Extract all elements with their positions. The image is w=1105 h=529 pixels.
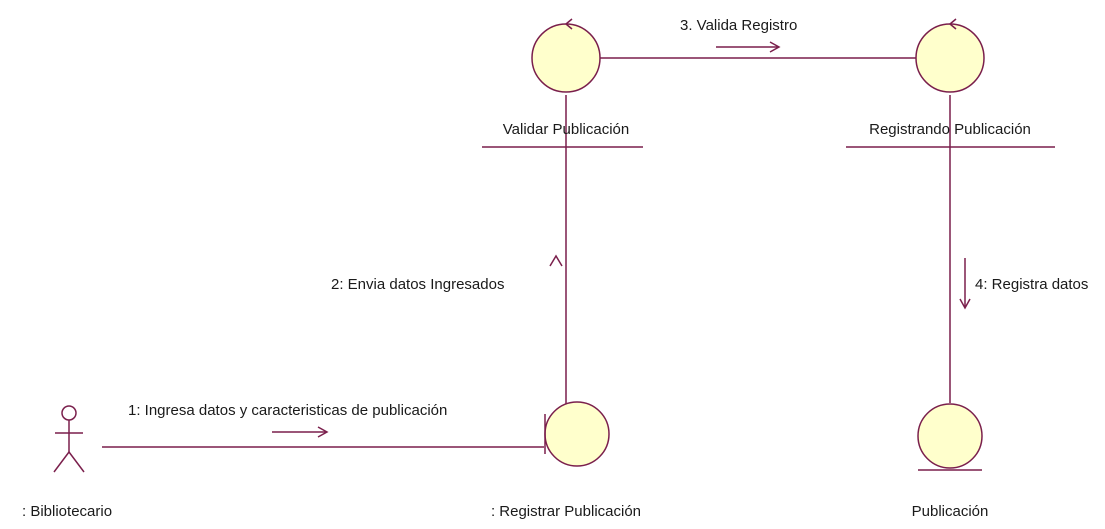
control-circle bbox=[915, 23, 985, 93]
message-2-arrow bbox=[549, 254, 563, 267]
message-1-label: 1: Ingresa datos y caracteristicas de pu… bbox=[128, 402, 447, 419]
control-circle bbox=[531, 23, 601, 93]
message-3-arrow bbox=[716, 41, 781, 53]
object-label-publicacion: Publicación bbox=[912, 503, 989, 520]
object-registrando-publicacion[interactable] bbox=[915, 18, 985, 93]
actor-head bbox=[61, 405, 77, 421]
message-1-arrow bbox=[272, 426, 329, 438]
actor-right-leg bbox=[68, 451, 85, 473]
object-publicacion[interactable] bbox=[917, 403, 983, 471]
object-registrar-publicacion[interactable] bbox=[544, 401, 610, 467]
object-label-registrando: Registrando Publicación bbox=[869, 121, 1031, 138]
object-validar-publicacion[interactable] bbox=[531, 18, 601, 93]
control-arrow-icon bbox=[565, 18, 573, 30]
control-arrow-icon bbox=[949, 18, 957, 30]
message-4-label: 4: Registra datos bbox=[975, 276, 1088, 293]
object-label-registrar: : Registrar Publicación bbox=[491, 503, 641, 520]
boundary-circle bbox=[544, 401, 610, 467]
actor-left-leg bbox=[53, 451, 70, 473]
object-label-validar: Validar Publicación bbox=[503, 121, 629, 138]
entity-circle bbox=[917, 403, 983, 469]
message-4-arrow bbox=[959, 258, 971, 310]
actor-label: : Bibliotecario bbox=[22, 503, 112, 520]
message-2-label: 2: Envia datos Ingresados bbox=[331, 276, 504, 293]
actor-bibliotecario[interactable] bbox=[53, 405, 85, 473]
message-3-label: 3. Valida Registro bbox=[680, 17, 797, 34]
